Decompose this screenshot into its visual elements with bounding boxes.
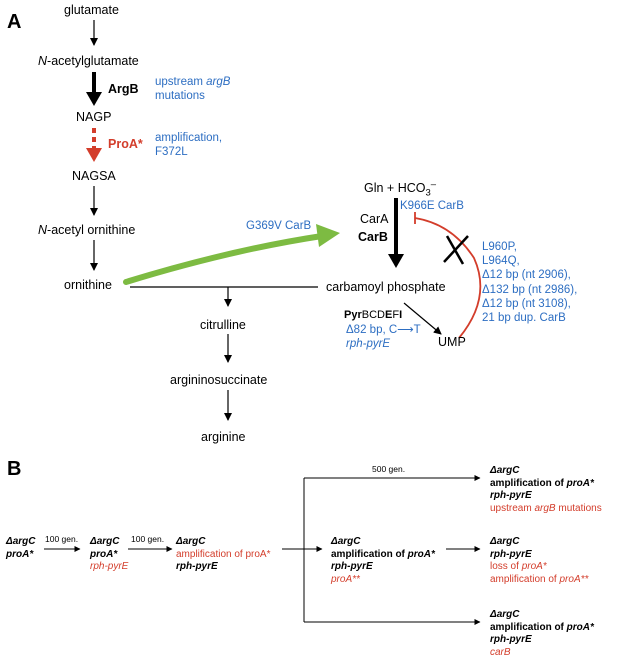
- strain-200gen-l1: ΔargC: [176, 536, 206, 547]
- node-nagsa: NAGSA: [72, 169, 116, 183]
- strain-middle-l4: proA**: [331, 573, 360, 585]
- node-n-acetyl-ornithine: N-acetyl ornithine: [38, 223, 136, 237]
- strain-100gen: ΔargC proA* rph-pyrE: [90, 536, 128, 574]
- node-nagp: NAGP: [76, 110, 112, 124]
- annotation-k966e: K966E CarB: [400, 200, 464, 212]
- carb-mutation-4: Δ132 bp (nt 2986),: [482, 283, 578, 296]
- strain-end-3-l4: carB: [490, 646, 511, 658]
- annotation-argb-mutations: mutations: [155, 90, 205, 102]
- arrow-cp-to-ump: [403, 302, 442, 335]
- strain-middle: ΔargC amplification of proA* rph-pyrE pr…: [331, 536, 435, 586]
- strain-end-3-l3: rph-pyrE: [490, 634, 532, 645]
- enzyme-carb: CarB: [358, 230, 388, 244]
- strain-end-1: ΔargC amplification of proA* rph-pyrE up…: [490, 465, 602, 515]
- strain-end-1-l3: rph-pyrE: [490, 490, 532, 501]
- annotation-proa-f372l: F372L: [155, 146, 188, 158]
- strain-end-3-l1: ΔargC: [490, 609, 520, 620]
- carb-mutation-1: L960P,: [482, 241, 517, 253]
- strain-100gen-l2: proA*: [90, 548, 118, 560]
- enzyme-cara: CarA: [360, 212, 389, 226]
- strain-end-3-l2: amplification of proA*: [490, 621, 594, 633]
- node-ornithine: ornithine: [64, 278, 112, 292]
- annotation-pyr-rph-pyre: rph-pyrE: [346, 338, 391, 350]
- annotation-pyr-deletion: Δ82 bp, C⟶T: [346, 324, 421, 336]
- carb-mutation-6: 21 bp dup. CarB: [482, 312, 566, 325]
- strain-end-3: ΔargC amplification of proA* rph-pyrE ca…: [490, 609, 594, 659]
- strain-200gen-l3: rph-pyrE: [176, 561, 218, 572]
- strain-start-l1: ΔargC: [6, 536, 36, 547]
- node-n-acetylglutamate: N-acetylglutamate: [38, 54, 139, 68]
- strain-start: ΔargC proA*: [6, 536, 36, 561]
- annotation-argb-upstream: upstream argB: [155, 76, 231, 88]
- annotation-proa-amplification: amplification,: [155, 132, 223, 144]
- strain-end-2: ΔargC rph-pyrE loss of proA* amplificati…: [490, 536, 588, 586]
- gen-label-500: 500 gen.: [372, 464, 406, 474]
- annotation-g369v: G369V CarB: [246, 220, 312, 232]
- node-carbamoyl-phosphate: carbamoyl phosphate: [326, 280, 446, 294]
- strain-end-1-l4: upstream argB mutations: [490, 502, 602, 514]
- strain-end-2-l1: ΔargC: [490, 536, 520, 547]
- arrow-green-g369v: [123, 233, 325, 285]
- strain-start-l2: proA*: [6, 548, 34, 560]
- strain-end-1-l1: ΔargC: [490, 465, 520, 476]
- strain-end-2-l3: loss of proA*: [490, 561, 547, 572]
- strain-100gen-l3: rph-pyrE: [90, 561, 129, 572]
- node-arginine: arginine: [201, 430, 246, 444]
- carb-mutation-3: Δ12 bp (nt 2906),: [482, 269, 571, 282]
- node-glutamate: glutamate: [64, 3, 119, 17]
- strain-middle-l3: rph-pyrE: [331, 561, 373, 572]
- strain-200gen-l2: amplification of proA*: [176, 548, 271, 560]
- enzyme-argb: ArgB: [108, 82, 139, 96]
- strain-end-1-l2: amplification of proA*: [490, 477, 594, 489]
- panel-label-b: B: [7, 458, 22, 480]
- carb-mutation-2: L964Q,: [482, 255, 520, 268]
- strain-200gen: ΔargC amplification of proA* rph-pyrE: [176, 536, 271, 574]
- enzyme-pyr: PyrBCDEFI: [344, 309, 403, 321]
- strain-end-2-l2: rph-pyrE: [490, 548, 532, 560]
- panel-label-a: A: [7, 11, 22, 33]
- node-citrulline: citrulline: [200, 318, 246, 332]
- strain-100gen-l1: ΔargC: [90, 536, 120, 547]
- gen-label-100b: 100 gen.: [131, 534, 165, 544]
- ump-feedback-inhibition: [414, 217, 482, 339]
- strain-middle-l2: amplification of proA*: [331, 548, 435, 560]
- strain-middle-l1: ΔargC: [331, 536, 361, 547]
- node-ump: UMP: [438, 335, 466, 349]
- enzyme-proa: ProA*: [108, 137, 143, 151]
- gen-label-100a: 100 gen.: [45, 534, 79, 544]
- carb-mutation-5: Δ12 bp (nt 3108),: [482, 297, 571, 310]
- strain-end-2-l4: amplification of proA**: [490, 573, 589, 585]
- annotation-carb-mutations: L960P, L964Q, Δ12 bp (nt 2906), Δ132 bp …: [482, 240, 577, 325]
- node-argininosuccinate: argininosuccinate: [170, 373, 268, 387]
- node-gln-hco3: Gln + HCO3–: [364, 179, 437, 199]
